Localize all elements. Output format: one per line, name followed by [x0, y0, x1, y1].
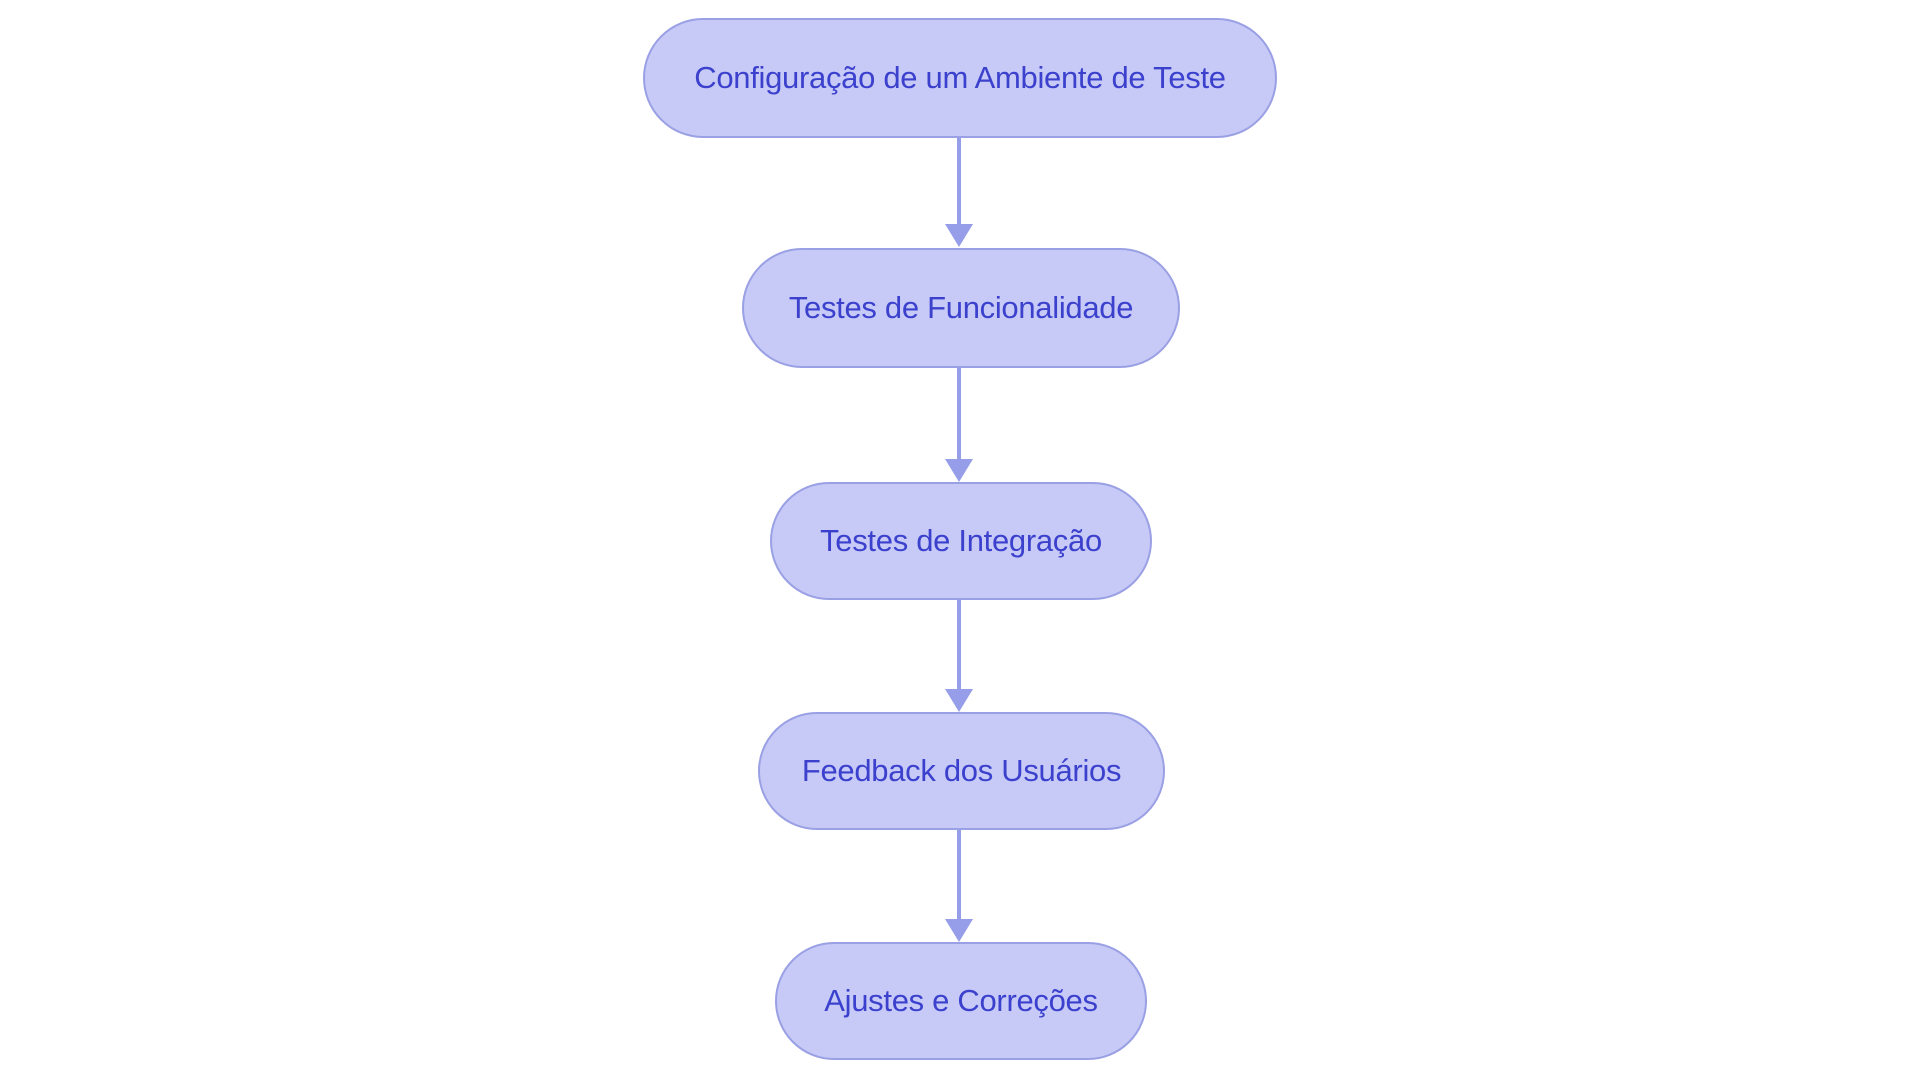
flow-node-setup-test-environment: Configuração de um Ambiente de Teste: [643, 18, 1277, 138]
flow-node-functionality-tests: Testes de Funcionalidade: [742, 248, 1180, 368]
arrow-line-4: [957, 830, 961, 920]
arrow-line-2: [957, 368, 961, 460]
arrow-head-icon: [945, 459, 973, 482]
flow-node-user-feedback: Feedback dos Usuários: [758, 712, 1165, 830]
flow-node-label: Configuração de um Ambiente de Teste: [694, 60, 1226, 95]
flow-node-label: Ajustes e Correções: [824, 983, 1098, 1018]
arrow-line-3: [957, 600, 961, 690]
flow-node-integration-tests: Testes de Integração: [770, 482, 1152, 600]
arrow-head-icon: [945, 224, 973, 247]
flow-node-label: Feedback dos Usuários: [801, 753, 1122, 788]
arrow-head-icon: [945, 689, 973, 712]
flow-node-adjustments-corrections: Ajustes e Correções: [775, 942, 1147, 1060]
arrow-head-icon: [945, 919, 973, 942]
flow-node-label: Testes de Integração: [820, 523, 1102, 558]
flow-node-label: Testes de Funcionalidade: [788, 290, 1134, 325]
arrow-line-1: [957, 138, 961, 226]
